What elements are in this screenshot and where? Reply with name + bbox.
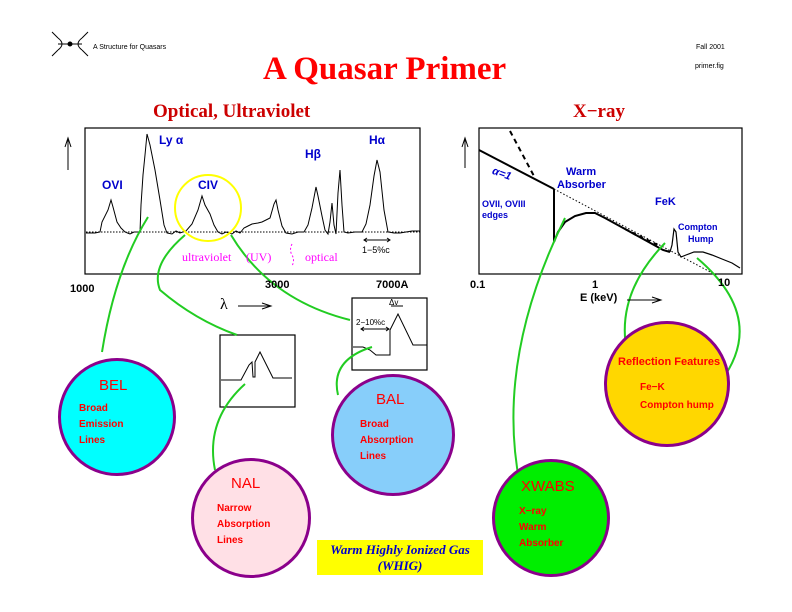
label-warm: Warm <box>566 166 597 178</box>
bel-title: BEL <box>99 377 128 394</box>
optical-tick-3000: 3000 <box>265 279 290 291</box>
bubble-nal: NAL Narrow Absorption Lines <box>191 458 311 578</box>
label-fek: FeK <box>655 196 676 208</box>
page-title: A Quasar Primer <box>263 51 507 87</box>
xray-power-law <box>478 149 555 190</box>
bel-line-3: Lines <box>79 435 106 446</box>
header-caption: A Structure for Quasars <box>93 44 167 51</box>
label-hbeta: Hβ <box>305 147 321 161</box>
uv-optical-divider <box>290 243 294 267</box>
label-hump: Hump <box>688 234 714 244</box>
label-edges-1: OVII, OVIII <box>482 199 526 209</box>
optical-spectrum-curve <box>86 133 420 236</box>
arrow-civ-to-nal <box>156 234 246 471</box>
nal-line-3: Lines <box>217 535 244 546</box>
label-ultraviolet: ultraviolet <box>182 250 232 264</box>
bal-line-1: Broad <box>360 419 389 430</box>
xwabs-line-2: Warm <box>519 522 547 533</box>
whig-label-box: Warm Highly Ionized Gas (WHIG) <box>317 540 483 575</box>
xwabs-line-3: Absorber <box>519 538 564 549</box>
label-absorber: Absorber <box>557 179 606 191</box>
lambda-axis-arrow <box>238 302 273 310</box>
optical-tick-7000: 7000A <box>376 279 409 291</box>
bal-line-3: Lines <box>360 451 387 462</box>
bal-title: BAL <box>376 391 405 408</box>
xray-dashed-segment <box>624 228 661 247</box>
nal-profile-inset <box>219 334 296 408</box>
optical-heading: Optical, Ultraviolet <box>153 101 311 122</box>
label-civ: CIV <box>198 178 219 192</box>
whig-line-1: Warm Highly Ionized Gas <box>330 542 470 557</box>
civ-highlight-circle <box>174 174 242 242</box>
label-ovi: OVI <box>102 178 123 192</box>
label-width-1-5c: 1−5%c <box>362 245 390 255</box>
bal-line-2: Absorption <box>360 435 414 446</box>
bubble-bal: BAL Broad Absorption Lines <box>331 374 455 496</box>
xwabs-title: XWABS <box>521 478 575 495</box>
width-arrow-2-10c <box>360 326 390 332</box>
label-lya: Ly α <box>159 133 184 147</box>
optical-spectrum-frame <box>84 127 421 275</box>
bubble-xwabs: XWABS X−ray Warm Absorber <box>492 459 610 577</box>
bubble-bel: BEL Broad Emission Lines <box>58 358 176 476</box>
optical-y-axis-arrow <box>64 136 72 170</box>
xray-tick-1: 1 <box>592 279 599 291</box>
label-optical: optical <box>305 250 338 264</box>
lambda-axis-label: λ <box>220 296 228 313</box>
bal-profile-curve <box>353 312 427 356</box>
xray-intrinsic-dotted <box>553 188 717 276</box>
xray-y-axis-arrow <box>461 136 469 168</box>
quasar-logo-icon <box>51 31 89 57</box>
arrow-lya-to-bel <box>101 216 149 353</box>
xray-axis-label: E (keV) <box>580 292 618 304</box>
reflection-title: Reflection Features <box>618 356 721 368</box>
header-date: Fall 2001 <box>696 44 725 51</box>
xray-spectrum-frame <box>478 127 743 275</box>
width-arrow-1-5c <box>363 237 391 243</box>
reflection-line-1: Fe−K <box>640 382 665 393</box>
bel-line-2: Emission <box>79 419 124 430</box>
nal-profile-curve <box>221 350 292 381</box>
label-uv-abbrev: (UV) <box>246 250 272 264</box>
arrow-edge-to-xwabs <box>512 217 566 486</box>
xray-steep-dashed <box>509 130 536 179</box>
label-compton: Compton <box>678 222 718 232</box>
nal-line-1: Narrow <box>217 503 252 514</box>
header-filename: primer.fig <box>695 63 724 70</box>
label-edges-2: edges <box>482 210 509 220</box>
xray-heading: X−ray <box>573 101 625 122</box>
label-delta-v: Δv <box>389 298 399 307</box>
xwabs-line-1: X−ray <box>519 506 547 517</box>
bel-line-1: Broad <box>79 403 108 414</box>
nal-line-2: Absorption <box>217 519 271 530</box>
xray-fek-curve <box>669 227 741 269</box>
label-width-2-10c: 2−10%c <box>356 318 386 327</box>
reflection-line-2: Compton hump <box>640 400 714 411</box>
xray-tick-0-1: 0.1 <box>470 279 486 291</box>
arrow-civ-to-bal <box>230 234 373 396</box>
whig-line-2: (WHIG) <box>377 558 423 573</box>
optical-tick-1000: 1000 <box>70 283 95 295</box>
label-halpha: Hα <box>369 133 386 147</box>
nal-title: NAL <box>231 475 261 492</box>
bubble-reflection: Reflection Features Fe−K Compton hump <box>604 321 730 447</box>
xray-absorbed-curve <box>553 212 671 253</box>
xray-tick-10: 10 <box>718 277 731 289</box>
